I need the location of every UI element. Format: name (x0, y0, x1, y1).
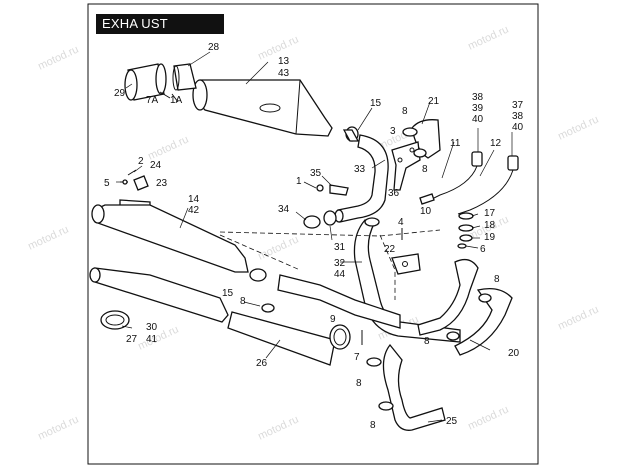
leader-lines (116, 51, 513, 423)
callout-label: 27 (126, 334, 138, 345)
watermark: motod.ru (36, 43, 80, 72)
callout-label: 8 (424, 336, 430, 347)
callout-label: 8 (402, 106, 408, 117)
bracket (391, 141, 421, 191)
lower-front-pipe (382, 343, 446, 431)
callout-label: 41 (146, 334, 158, 345)
callout-label: 8 (370, 420, 376, 431)
lower-muffler (89, 267, 229, 323)
callout-label: 23 (156, 178, 168, 189)
callout-label: 1A (170, 95, 183, 106)
callout-label: 13 (278, 56, 290, 67)
callout-label: 36 (388, 188, 400, 199)
watermark: motod.ru (36, 413, 80, 442)
callout-label: 30 (146, 322, 158, 333)
watermark: motod.ru (556, 113, 600, 142)
callout-label: 12 (490, 138, 502, 149)
mounting-bracket (391, 253, 421, 275)
clamp (303, 210, 337, 229)
callout-label: 44 (334, 269, 346, 280)
callout-label: 38 (472, 92, 484, 103)
callout-label: 8 (494, 274, 500, 285)
callout-label: 8 (356, 378, 362, 389)
callout-label: 9 (330, 314, 336, 325)
callout-label: 21 (428, 96, 440, 107)
retaining-ring (316, 184, 349, 196)
muffler-band (172, 63, 197, 91)
callout-label: 2 (138, 156, 144, 167)
callout-label: 40 (472, 114, 484, 125)
washer (402, 127, 427, 158)
callout-label: 8 (422, 164, 428, 175)
front-heat-shield (417, 258, 513, 356)
watermark: motod.ru (556, 303, 600, 332)
callout-label: 39 (472, 103, 484, 114)
callout-labels: 28 29 7A 1A 13 43 15 8 21 38 39 40 37 38… (104, 42, 524, 431)
crossover-pipe (219, 229, 441, 329)
callout-label: 24 (150, 160, 162, 171)
pipe-clamp (329, 324, 351, 350)
screw (159, 91, 179, 103)
callout-label: 33 (354, 164, 366, 175)
callout-label: 35 (310, 168, 322, 179)
callout-label: 37 (512, 100, 524, 111)
diagram-title: EXHA UST SYSTEM (96, 14, 224, 51)
callout-label: 34 (278, 204, 290, 215)
callout-label: 26 (256, 358, 268, 369)
callout-label: 11 (450, 138, 461, 149)
callout-label: 28 (208, 42, 220, 53)
callout-label: 42 (188, 205, 200, 216)
callout-label: 1 (296, 176, 302, 187)
callout-label: 4 (398, 217, 404, 228)
callout-label: 29 (114, 88, 126, 99)
callout-label: 18 (484, 220, 496, 231)
front-muffler (91, 204, 249, 273)
callout-label: 8 (240, 296, 246, 307)
callout-label: 31 (334, 242, 346, 253)
callout-label: 15 (222, 288, 234, 299)
callout-label: 43 (278, 68, 290, 79)
callout-label: 19 (484, 232, 496, 243)
heat-shield (411, 119, 441, 159)
callout-label: 40 (512, 122, 524, 133)
oxygen-sensor-rear (457, 155, 519, 215)
callout-label: 5 (104, 178, 110, 189)
watermark: motod.ru (26, 223, 70, 252)
callout-label: 32 (334, 258, 346, 269)
callout-label: 3 (390, 126, 396, 137)
muffler-clamp (100, 310, 130, 330)
callout-label: 14 (188, 194, 200, 205)
callout-label: 15 (370, 98, 382, 109)
small-hardware (120, 169, 149, 191)
callout-label: 7A (146, 95, 159, 106)
pipe-clamp (342, 126, 360, 142)
rear-header-pipe (334, 134, 389, 223)
clamp (249, 268, 267, 282)
callout-label: 25 (446, 416, 458, 427)
washer (261, 293, 492, 411)
callout-label: 20 (508, 348, 520, 359)
heat-shield-lower (227, 311, 336, 366)
callout-label: 17 (484, 208, 496, 219)
callout-label: 22 (384, 244, 396, 255)
oxygen-sensor-front (419, 151, 483, 205)
callout-label: 6 (480, 244, 486, 255)
watermark-layer: motod.ru motod.ru motod.ru motod.ru moto… (26, 23, 600, 442)
callout-label: 10 (420, 206, 432, 217)
callout-label: 7 (354, 352, 360, 363)
callout-label: 38 (512, 111, 524, 122)
